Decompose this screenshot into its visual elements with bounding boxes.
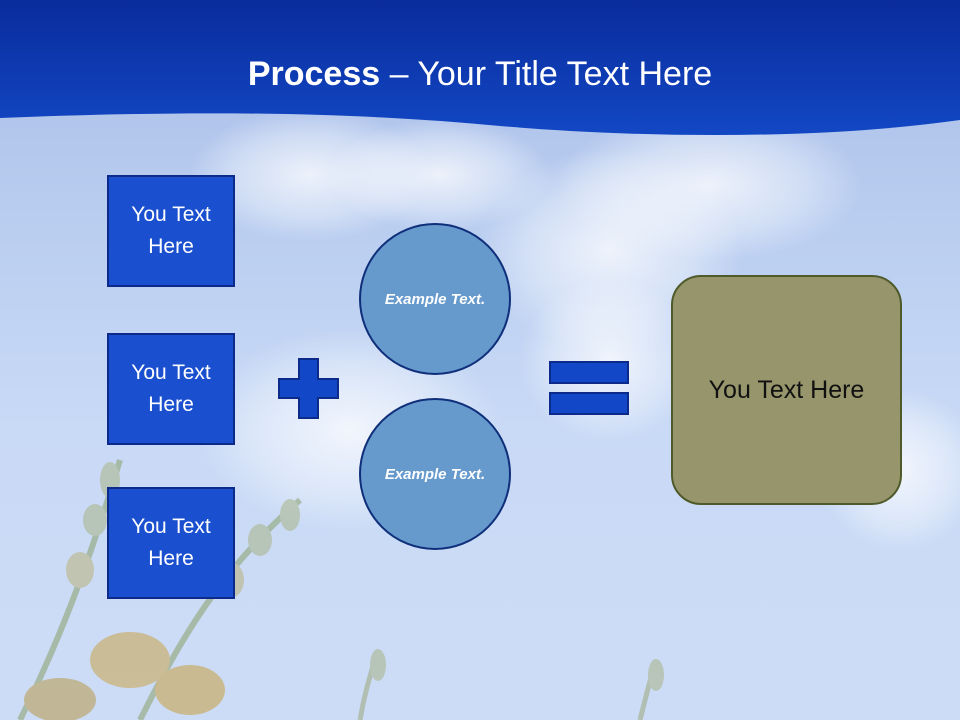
input-box-2: You Text Here xyxy=(107,333,235,445)
title-rest: – Your Title Text Here xyxy=(380,55,713,93)
header-banner xyxy=(0,0,960,136)
equals-icon xyxy=(549,361,629,415)
page-title: Process – Your Title Text Here xyxy=(0,52,960,96)
plus-icon xyxy=(278,358,339,419)
input-box-3: You Text Here xyxy=(107,487,235,599)
flower-decoration xyxy=(17,459,664,720)
result-box: You Text Here xyxy=(671,275,902,505)
input-box-1: You Text Here xyxy=(107,175,235,287)
example-circle-2: Example Text. xyxy=(359,398,511,550)
title-bold: Process xyxy=(247,55,381,93)
example-circle-1: Example Text. xyxy=(359,223,511,375)
